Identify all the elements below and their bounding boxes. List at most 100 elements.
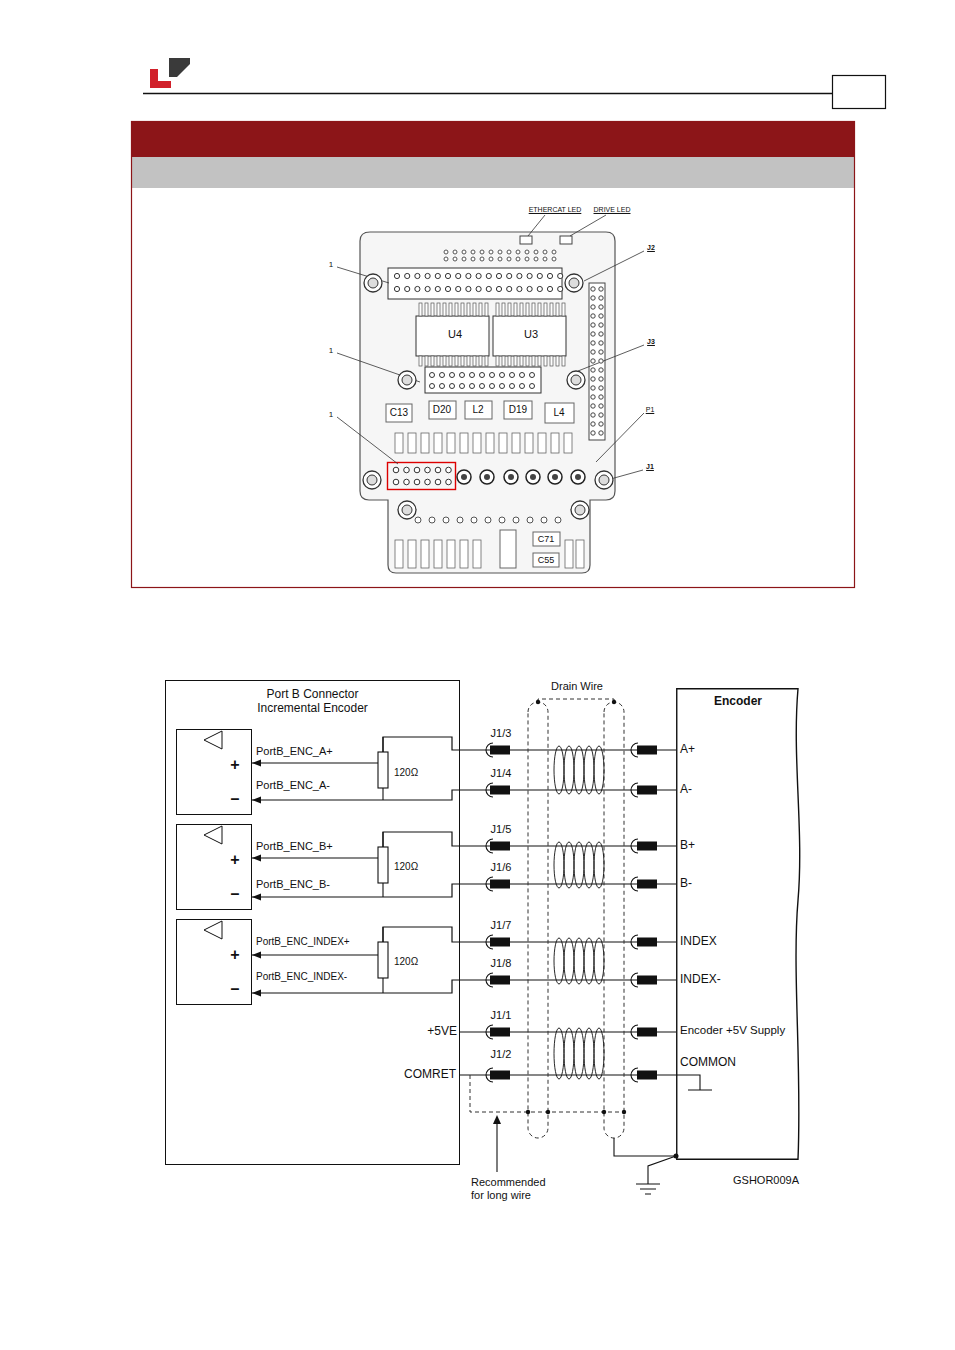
- component: [386, 404, 412, 422]
- component: [533, 553, 559, 567]
- pin: [520, 384, 525, 389]
- polarity-sign: +: [230, 851, 239, 869]
- pad: [498, 257, 502, 261]
- connector-pin: [637, 1071, 657, 1080]
- chip-pin: [461, 303, 464, 316]
- junction-dot: [526, 1110, 530, 1114]
- terminal-core: [461, 474, 467, 480]
- connector-plug: [631, 783, 638, 797]
- callout-number: 1: [329, 346, 333, 355]
- chip-pin: [562, 356, 565, 366]
- pin: [466, 273, 471, 278]
- pin: [547, 273, 552, 278]
- chip-pin: [431, 303, 434, 316]
- chip-pin: [544, 303, 547, 316]
- chip-pin: [520, 303, 523, 316]
- pin: [591, 350, 595, 354]
- pin: [415, 286, 420, 291]
- terminal-core: [552, 474, 558, 480]
- pad: [516, 250, 520, 254]
- ground-wire: [648, 1156, 676, 1184]
- chip-pin: [473, 303, 476, 316]
- terminal: [480, 470, 494, 484]
- pin-name: Encoder +5V Supply: [680, 1024, 785, 1037]
- callout-number: 1: [329, 410, 333, 419]
- mounting-hole: [363, 471, 381, 489]
- twisted-pair: [564, 938, 574, 984]
- connector-pin: [490, 1028, 510, 1037]
- chip-pin: [425, 356, 428, 366]
- chip-pin: [526, 356, 529, 366]
- twisted-pair: [554, 1028, 564, 1079]
- pin: [500, 384, 505, 389]
- resistor-value: 120Ω: [394, 767, 418, 779]
- twisted-pair: [584, 938, 594, 984]
- pad: [498, 250, 502, 254]
- hole: [457, 517, 463, 523]
- mounting-hole: [569, 278, 579, 288]
- pin: [405, 273, 410, 278]
- connector-pin: [490, 842, 510, 851]
- led-label: ETHERCAT LED: [529, 206, 582, 214]
- pad: [453, 257, 457, 261]
- chip-pin: [538, 356, 541, 366]
- box-title: Port B Connector Incremental Encoder: [250, 688, 375, 716]
- panel-border: [132, 122, 855, 588]
- pin: [527, 286, 532, 291]
- twisted-pair: [554, 938, 564, 984]
- pin: [470, 373, 475, 378]
- pad: [489, 250, 493, 254]
- pin: [558, 273, 563, 278]
- pin: [591, 323, 595, 327]
- pin: [599, 296, 603, 300]
- pin: [591, 341, 595, 345]
- pin: [591, 431, 595, 435]
- receiver-symbol: [204, 921, 222, 939]
- pin: [450, 373, 455, 378]
- chip-pin: [449, 356, 452, 366]
- note: Recommended for long wire: [471, 1176, 556, 1201]
- pin: [445, 273, 450, 278]
- receiver-symbol: [204, 731, 222, 749]
- chip-pin: [479, 356, 482, 366]
- leader-line: [528, 215, 545, 236]
- hole: [471, 517, 477, 523]
- encoder-box: Encoder: [676, 688, 806, 1160]
- pin: [520, 373, 525, 378]
- leader-line: [596, 413, 644, 462]
- pin: [591, 296, 595, 300]
- pad: [525, 257, 529, 261]
- hole: [555, 517, 561, 523]
- chip-pin: [455, 303, 458, 316]
- resistor-symbol: [378, 942, 388, 978]
- pin: [599, 422, 603, 426]
- pin: [507, 286, 512, 291]
- pin-name: INDEX-: [680, 973, 721, 987]
- pin: [446, 479, 452, 485]
- pin: [591, 287, 595, 291]
- chip-pin: [502, 303, 505, 316]
- connector-pin: [637, 976, 657, 985]
- polarity-sign: +: [230, 946, 239, 964]
- mounting-hole: [571, 375, 581, 385]
- capacitor: [408, 433, 416, 453]
- pin: [440, 384, 445, 389]
- twisted-pair: [554, 746, 564, 794]
- pin: [490, 384, 495, 389]
- wire: [252, 832, 676, 858]
- chip-pin: [485, 356, 488, 366]
- pin: [404, 467, 410, 473]
- chip-pin: [467, 356, 470, 366]
- pin-name: INDEX: [680, 935, 717, 949]
- pin: [425, 479, 431, 485]
- pin: [470, 384, 475, 389]
- signal-name: PortB_ENC_B-: [256, 878, 330, 891]
- twisted-pair: [564, 1028, 574, 1079]
- component: [565, 540, 573, 568]
- component: [447, 540, 455, 568]
- pin: [456, 286, 461, 291]
- pin: [393, 467, 399, 473]
- hole: [415, 517, 421, 523]
- pin: [599, 386, 603, 390]
